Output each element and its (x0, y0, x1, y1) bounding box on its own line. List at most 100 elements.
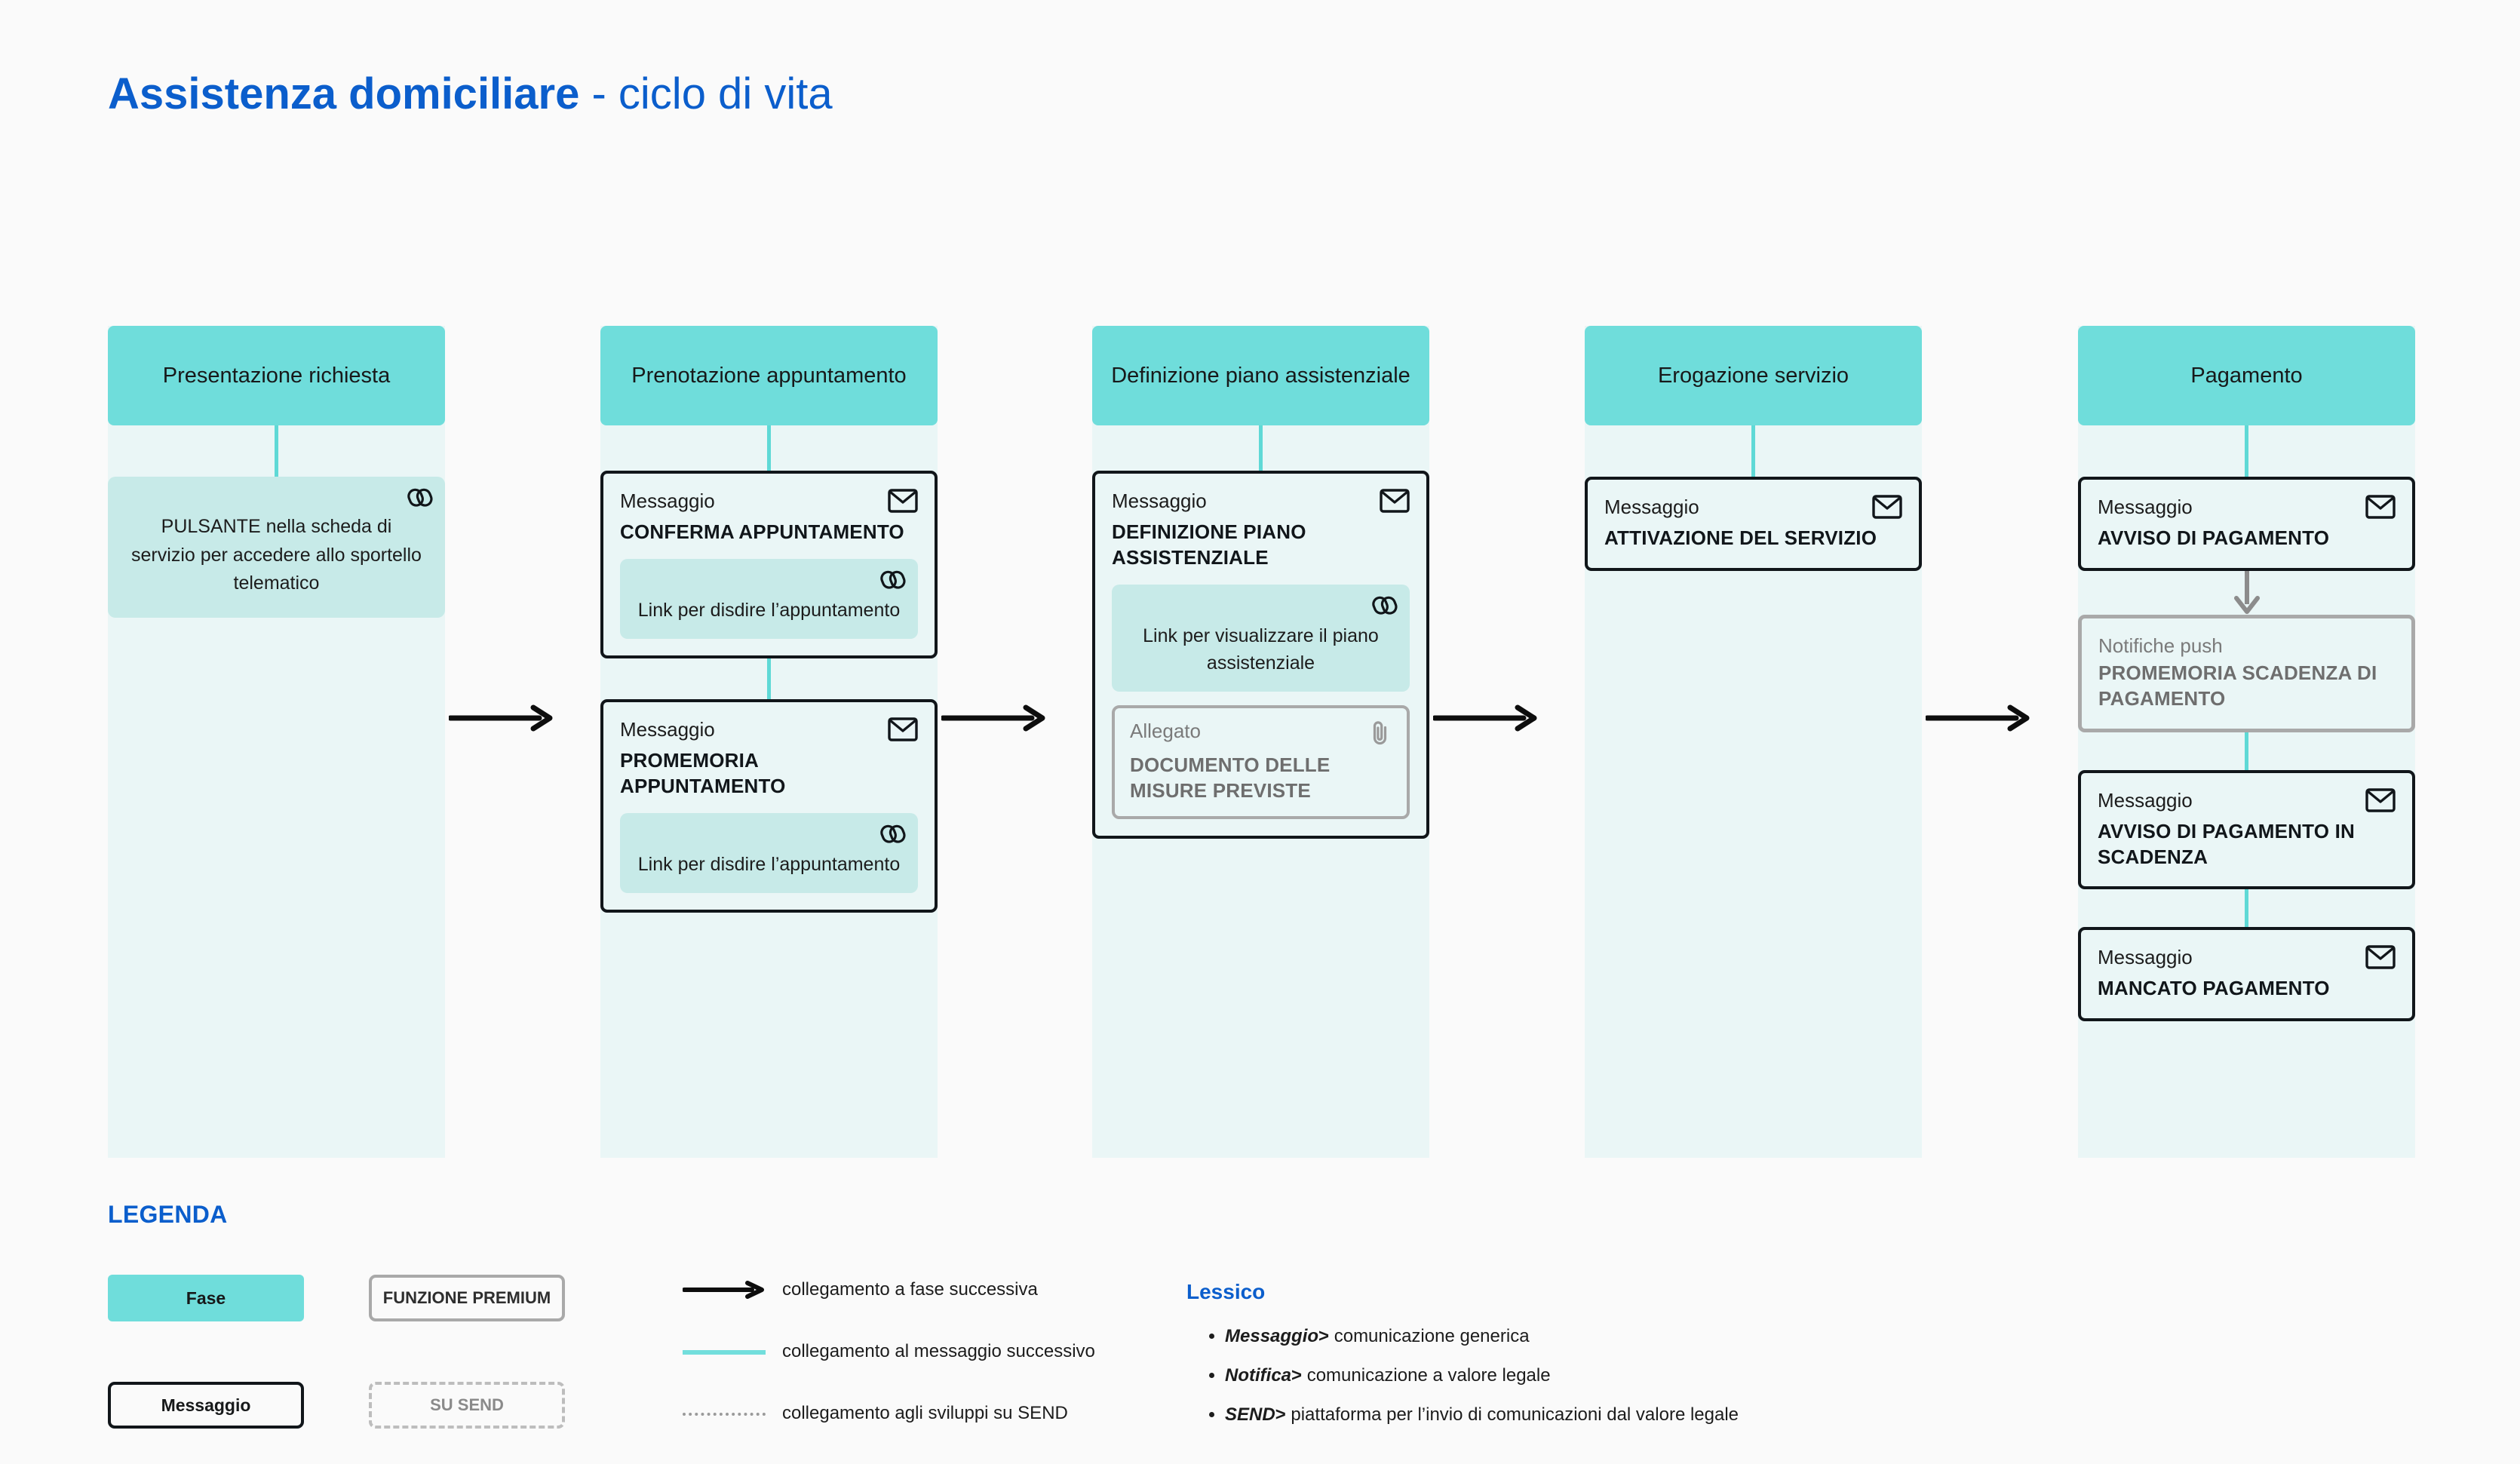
message-card-promemoria-appuntamento[interactable]: Messaggio PROMEMORIA APPUNTAMENTO (600, 699, 938, 913)
card-kind: Notifiche push (2098, 634, 2223, 657)
card-kind: Messaggio (1604, 496, 1699, 518)
legend-line-message-link: collegamento al messaggio successivo (683, 1341, 1095, 1362)
legend-swatch-messaggio: Messaggio (108, 1382, 304, 1429)
envelope-icon (1380, 489, 1410, 517)
phase-arrow-3 (1433, 704, 1537, 732)
card-title: MANCATO PAGAMENTO (2098, 977, 2330, 1000)
link-icon (1372, 594, 1398, 620)
teal-connector (767, 658, 771, 700)
link-icon (880, 568, 906, 594)
teal-connector (2245, 425, 2248, 477)
teal-connector (1259, 425, 1263, 471)
link-block[interactable]: Link per visualizzare il piano assistenz… (1112, 584, 1410, 692)
link-block-text: Link per visualizzare il piano assistenz… (1143, 625, 1379, 674)
phase-header-definizione-piano-assistenziale[interactable]: Definizione piano assistenziale (1092, 326, 1429, 425)
envelope-icon (2365, 495, 2396, 523)
teal-connector (275, 425, 278, 477)
black-arrow-icon (682, 1281, 766, 1299)
attachment-title: DOCUMENTO DELLE MISURE PREVISTE (1130, 753, 1331, 802)
teal-connector (767, 425, 771, 471)
gray-down-arrow-connector (2078, 570, 2415, 615)
link-icon (880, 822, 906, 849)
lessico-term: Messaggio (1225, 1326, 1319, 1346)
legend-swatch-su-send: SU SEND (369, 1382, 565, 1429)
premium-card-promemoria-scadenza-di-pagamento[interactable]: Notifiche push PROMEMORIA SCADENZA DI PA… (2078, 614, 2415, 732)
legend-title: LEGENDA (108, 1201, 228, 1228)
phase-header-pagamento[interactable]: Pagamento (2078, 326, 2415, 425)
phase-header-presentazione-richiesta[interactable]: Presentazione richiesta (108, 326, 445, 425)
link-block[interactable]: Link per disdire l’appuntamento (620, 812, 918, 893)
card-header: Messaggio (2098, 945, 2396, 973)
card-header: Messaggio (2098, 495, 2396, 523)
message-card-avviso-di-pagamento-in-scadenza[interactable]: Messaggio AVVISO DI PAGAMENTO IN SCADENZ… (2078, 769, 2415, 890)
info-block-text: PULSANTE nella scheda di servizio per ac… (127, 513, 425, 598)
legend-line-send-link: collegamento agli sviluppi su SEND (683, 1403, 1068, 1424)
lessico-definition: piattaforma per l’invio di comunicazioni… (1285, 1404, 1739, 1425)
card-kind: Messaggio (620, 490, 715, 512)
envelope-icon (2365, 788, 2396, 816)
teal-connector (2245, 889, 2248, 928)
card-kind: Messaggio (2098, 788, 2193, 812)
info-block-rest: nella scheda di servizio per accedere al… (131, 516, 422, 594)
message-card-definizione-piano-assistenziale[interactable]: Messaggio DEFINIZIONE PIANO ASSISTENZIAL… (1092, 471, 1429, 839)
lessico-separator: > (1275, 1404, 1286, 1425)
envelope-icon (1872, 495, 1902, 523)
lessico-definition: comunicazione a valore legale (1302, 1365, 1551, 1386)
phase-header-erogazione-servizio[interactable]: Erogazione servizio (1585, 326, 1922, 425)
lessico-term: Notifica (1225, 1365, 1292, 1386)
phase-arrow-4 (1926, 704, 2030, 732)
card-header: Messaggio (1604, 495, 1902, 523)
card-header: Messaggio (2098, 788, 2396, 816)
card-title: CONFERMA APPUNTAMENTO (620, 520, 904, 543)
phase-column-content: PULSANTE nella scheda di servizio per ac… (108, 425, 445, 618)
card-kind: Messaggio (620, 718, 715, 741)
attachment-block[interactable]: Allegato DOCUMENTO DELLE MISURE PREVISTE (1112, 705, 1410, 819)
card-kind: Messaggio (1112, 490, 1207, 512)
card-title: DEFINIZIONE PIANO ASSISTENZIALE (1112, 520, 1306, 569)
card-kind: Messaggio (2098, 946, 2193, 969)
teal-line-icon (683, 1343, 766, 1361)
lessico-list: Messaggio> comunicazione generica Notifi… (1207, 1327, 1739, 1445)
page-title: Assistenza domiciliare - ciclo di vita (108, 69, 833, 120)
card-kind: Messaggio (2098, 496, 2193, 518)
lessico-title: Lessico (1186, 1280, 1266, 1303)
paperclip-icon (1369, 719, 1392, 750)
card-title: AVVISO DI PAGAMENTO (2098, 526, 2330, 549)
card-header: Messaggio (620, 717, 918, 745)
legend-line-phase-link: collegamento a fase successiva (682, 1279, 1038, 1300)
envelope-icon (888, 489, 918, 517)
phase-column-content: Messaggio DEFINIZIONE PIANO ASSISTENZIAL… (1092, 425, 1429, 839)
message-card-mancato-pagamento[interactable]: Messaggio MANCATO PAGAMENTO (2078, 927, 2415, 1022)
phase-arrow-2 (941, 704, 1045, 732)
legend-line-label: collegamento al messaggio successivo (782, 1341, 1095, 1361)
link-block[interactable]: Link per disdire l’appuntamento (620, 558, 918, 640)
link-block-text: Link per disdire l’appuntamento (637, 599, 901, 621)
link-block-text: Link per disdire l’appuntamento (637, 853, 901, 875)
card-title: PROMEMORIA SCADENZA DI PAGAMENTO (2098, 661, 2377, 711)
legend-swatch-funzione-premium: FUNZIONE PREMIUM (369, 1275, 565, 1321)
message-card-avviso-di-pagamento[interactable]: Messaggio AVVISO DI PAGAMENTO (2078, 477, 2415, 571)
dotted-line-icon (683, 1404, 766, 1423)
phase-header-prenotazione-appuntamento[interactable]: Prenotazione appuntamento (600, 326, 938, 425)
lessico-item: Notifica> comunicazione a valore legale (1225, 1367, 1739, 1385)
card-title: AVVISO DI PAGAMENTO IN SCADENZA (2098, 819, 2355, 868)
legend-swatch-fase: Fase (108, 1275, 304, 1321)
info-block-pulsante[interactable]: PULSANTE nella scheda di servizio per ac… (108, 477, 445, 618)
envelope-icon (888, 717, 918, 745)
card-header: Messaggio (620, 489, 918, 517)
legend-line-label: collegamento agli sviluppi su SEND (782, 1403, 1068, 1423)
lifecycle-flow: Presentazione richiesta PULSANTE nella s (108, 326, 2416, 1163)
page-title-regular: - ciclo di vita (579, 69, 833, 118)
card-header: Messaggio (1112, 489, 1410, 517)
lessico-definition: comunicazione generica (1329, 1326, 1530, 1346)
teal-connector (2245, 732, 2248, 770)
card-title: PROMEMORIA APPUNTAMENTO (620, 749, 786, 797)
attachment-kind: Allegato (1130, 720, 1201, 743)
message-card-conferma-appuntamento[interactable]: Messaggio CONFERMA APPUNTAMENTO (600, 471, 938, 659)
lessico-item: Messaggio> comunicazione generica (1225, 1327, 1739, 1346)
message-card-attivazione-del-servizio[interactable]: Messaggio ATTIVAZIONE DEL SERVIZIO (1585, 477, 1922, 571)
lessico-item: SEND> piattaforma per l’invio di comunic… (1225, 1406, 1739, 1424)
lessico-term: SEND (1225, 1404, 1275, 1425)
attachment-header: Allegato (1130, 719, 1392, 750)
